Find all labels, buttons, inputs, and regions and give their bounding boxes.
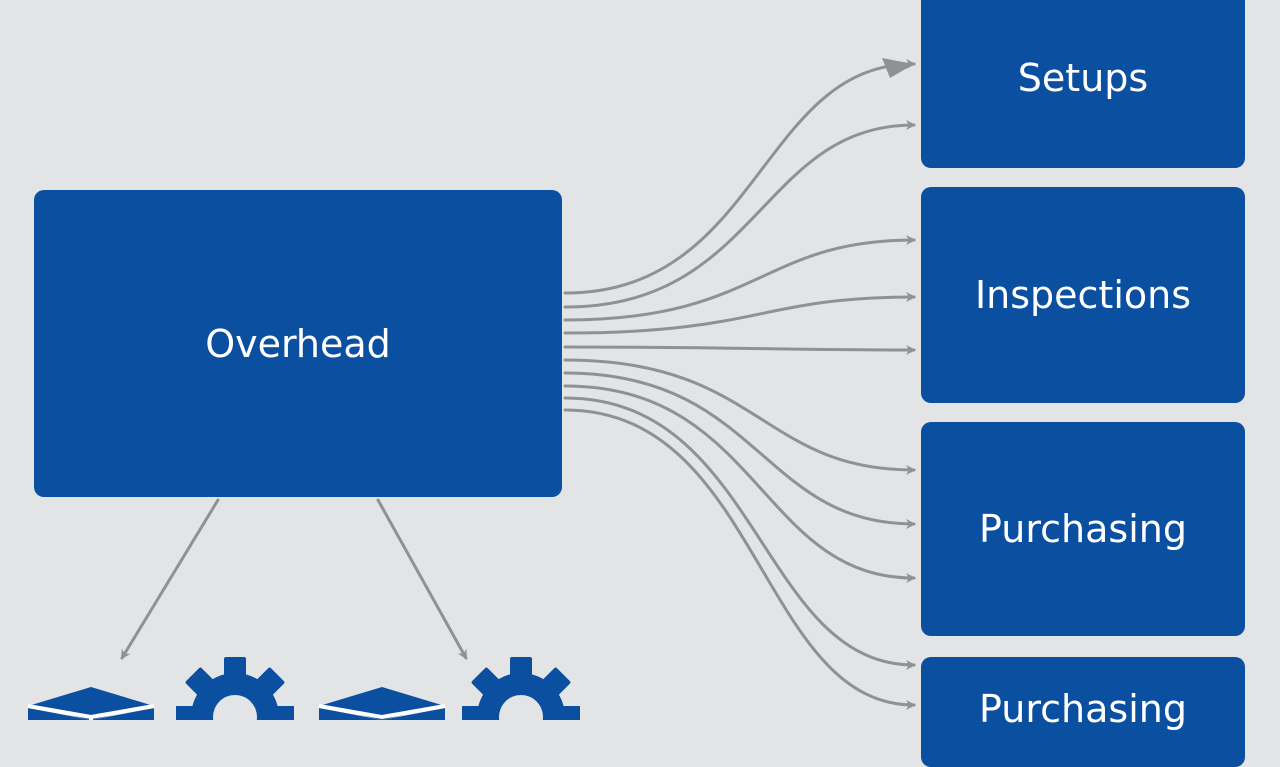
flow-arrow bbox=[563, 384, 916, 583]
down-arrow bbox=[376, 498, 468, 660]
arrowhead bbox=[882, 58, 914, 78]
activity-label: Setups bbox=[1017, 56, 1149, 100]
down-arrow bbox=[120, 498, 220, 660]
activity-label: Purchasing bbox=[979, 507, 1187, 551]
activity-label: Purchasing bbox=[979, 687, 1187, 731]
activity-label: Inspections bbox=[974, 273, 1192, 317]
activity-node-purchasing: Purchasing bbox=[921, 422, 1245, 636]
flow-arrow bbox=[563, 371, 916, 529]
flow-arrow bbox=[563, 408, 916, 710]
gear-icon bbox=[176, 657, 294, 720]
activity-node-inspections: Inspections bbox=[921, 187, 1245, 403]
flow-arrow bbox=[563, 358, 916, 475]
flow-arrow bbox=[563, 59, 916, 295]
activity-node-setups: Setups bbox=[921, 0, 1245, 168]
overhead-label: Overhead bbox=[205, 321, 391, 366]
flow-arrow bbox=[563, 396, 916, 670]
flow-arrow bbox=[563, 120, 916, 309]
activity-node-purchasing-2: Purchasing bbox=[921, 657, 1245, 767]
flow-arrow bbox=[563, 344, 916, 355]
box-icon bbox=[27, 687, 155, 720]
flow-arrow bbox=[563, 235, 916, 322]
flow-arrow bbox=[563, 292, 916, 335]
box-icon bbox=[318, 687, 446, 720]
flow-arrows bbox=[120, 58, 916, 710]
overhead-node: Overhead bbox=[34, 190, 562, 497]
gear-icon bbox=[462, 657, 580, 720]
